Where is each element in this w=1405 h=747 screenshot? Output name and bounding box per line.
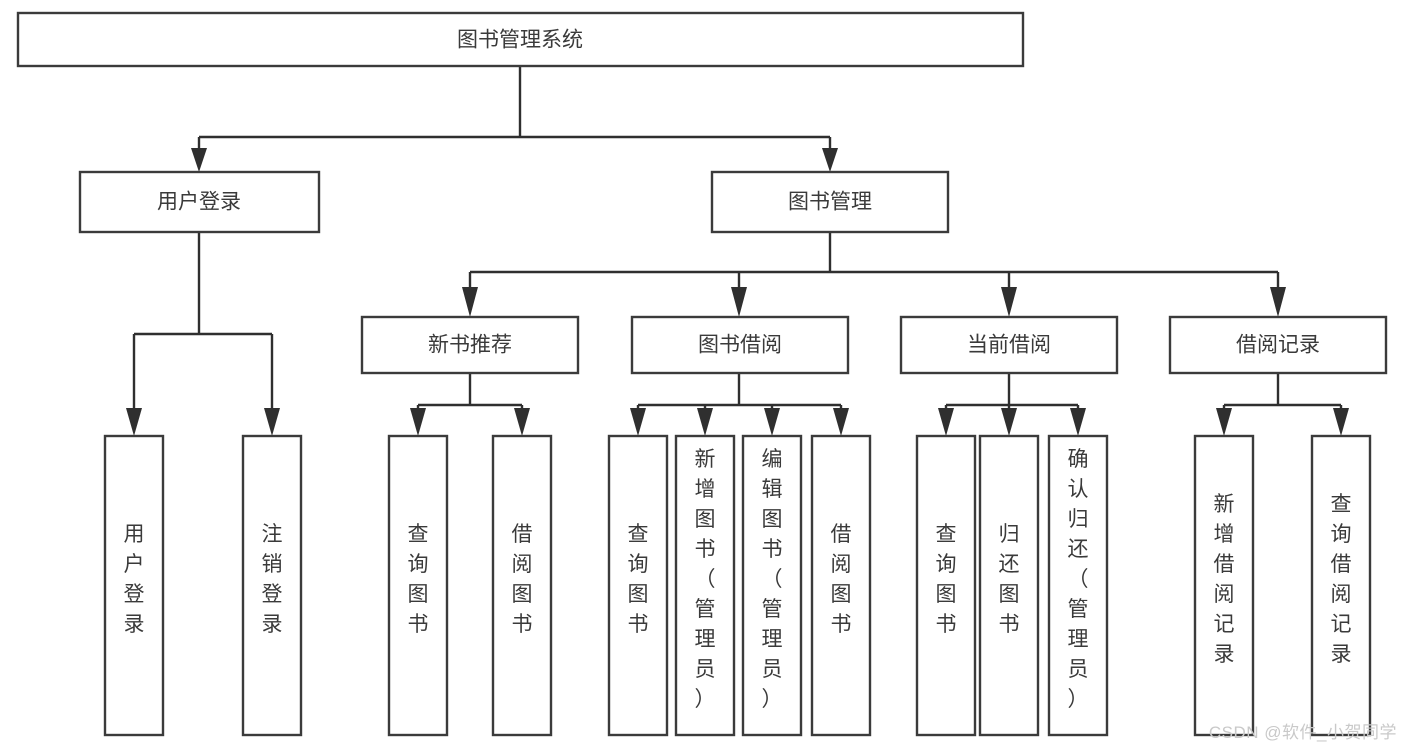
node-borrow-record-label: 借阅记录	[1236, 334, 1320, 357]
leaf-new-book-query[interactable]: 查询图书	[387, 434, 449, 737]
arrow-head-leaf-book-borrow-2	[697, 408, 713, 436]
leaf-book-borrow-query[interactable]: 查询图书	[607, 434, 669, 737]
node-book-manage[interactable]: 图书管理	[710, 170, 950, 234]
leaf-book-borrow-edit[interactable]: 编辑图书（管理员）	[741, 434, 803, 737]
arrow-head-leaf-new-book-1	[410, 408, 426, 436]
leaf-new-book-query-label: 查询图书	[408, 523, 429, 636]
leaf-book-borrow-add[interactable]: 新增图书（管理员）	[674, 434, 736, 737]
leaf-current-borrow-query[interactable]: 查询图书	[915, 434, 977, 737]
leaf-user-login-logout-label: 注销登录	[262, 523, 283, 636]
leaf-user-login-login-box[interactable]	[103, 434, 165, 737]
node-user-login-box[interactable]	[78, 170, 321, 234]
node-current-borrow-label: 当前借阅	[967, 334, 1051, 357]
leaf-new-book-borrow-box[interactable]	[491, 434, 553, 737]
arrow-head-leaf-user-login-1	[126, 408, 142, 436]
arrow-head-leaf-borrow-record-1	[1216, 408, 1232, 436]
node-new-book-recommend[interactable]: 新书推荐	[360, 315, 580, 375]
leaf-current-borrow-confirm-label: 确认归还（管理员）	[1068, 448, 1089, 711]
node-book-borrow-label: 图书借阅	[698, 334, 782, 357]
arrow-head-leaf-book-borrow-3	[764, 408, 780, 436]
leaf-book-borrow-query-box[interactable]	[607, 434, 669, 737]
arrow-head-leaf-book-borrow-1	[630, 408, 646, 436]
leaf-book-borrow-edit-box[interactable]	[741, 434, 803, 737]
leaf-book-borrow-borrow-box[interactable]	[810, 434, 872, 737]
node-book-borrow-box[interactable]	[630, 315, 850, 375]
arrow-head-leaf-current-borrow-1	[938, 408, 954, 436]
node-new-book-recommend-label: 新书推荐	[428, 334, 512, 357]
leaf-borrow-record-add[interactable]: 新增借阅记录	[1193, 434, 1255, 737]
arrow-head-leaf-user-login-2	[264, 408, 280, 436]
arrow-head-current-borrow	[1001, 287, 1017, 317]
arrow-head-leaf-new-book-2	[514, 408, 530, 436]
leaf-user-login-login-label: 用户登录	[124, 523, 145, 636]
node-book-borrow[interactable]: 图书借阅	[630, 315, 850, 375]
leaf-current-borrow-return-box[interactable]	[978, 434, 1040, 737]
arrow-head-leaf-book-borrow-4	[833, 408, 849, 436]
arrow-head-book-manage	[822, 148, 838, 172]
leaf-new-book-borrow[interactable]: 借阅图书	[491, 434, 553, 737]
node-borrow-record[interactable]: 借阅记录	[1168, 315, 1388, 375]
leaf-book-borrow-edit-label: 编辑图书（管理员）	[762, 448, 783, 711]
leaf-current-borrow-confirm[interactable]: 确认归还（管理员）	[1047, 434, 1109, 737]
leaf-book-borrow-query-label: 查询图书	[628, 523, 649, 636]
leaf-current-borrow-confirm-box[interactable]	[1047, 434, 1109, 737]
leaf-book-borrow-add-box[interactable]	[674, 434, 736, 737]
node-book-manage-label: 图书管理	[788, 191, 872, 214]
arrow-head-book-borrow	[731, 287, 747, 317]
arrow-head-leaf-current-borrow-3	[1070, 408, 1086, 436]
arrow-head-borrow-record	[1270, 287, 1286, 317]
leaf-current-borrow-query-label: 查询图书	[936, 523, 957, 636]
leaf-book-borrow-borrow-label: 借阅图书	[831, 523, 852, 636]
node-user-login-label: 用户登录	[157, 191, 241, 214]
node-book-manage-box[interactable]	[710, 170, 950, 234]
arrow-head-leaf-borrow-record-2	[1333, 408, 1349, 436]
leaf-new-book-borrow-label: 借阅图书	[512, 523, 533, 636]
arrow-head-leaf-current-borrow-2	[1001, 408, 1017, 436]
node-borrow-record-box[interactable]	[1168, 315, 1388, 375]
node-root[interactable]: 图书管理系统	[16, 11, 1025, 68]
node-current-borrow-box[interactable]	[899, 315, 1119, 375]
leaf-current-borrow-return[interactable]: 归还图书	[978, 434, 1040, 737]
leaf-user-login-logout[interactable]: 注销登录	[241, 434, 303, 737]
node-root-box[interactable]	[16, 11, 1025, 68]
csdn-watermark: CSDN @软件_小贺同学	[1208, 723, 1397, 742]
edges-layer	[126, 66, 1349, 436]
node-user-login[interactable]: 用户登录	[78, 170, 321, 234]
node-root-label: 图书管理系统	[457, 29, 583, 52]
arrow-head-user-login	[191, 148, 207, 172]
leaf-borrow-record-add-box[interactable]	[1193, 434, 1255, 737]
leaf-current-borrow-return-label: 归还图书	[999, 523, 1020, 636]
leaf-borrow-record-query[interactable]: 查询借阅记录	[1310, 434, 1372, 737]
leaf-new-book-query-box[interactable]	[387, 434, 449, 737]
leaf-borrow-record-add-label: 新增借阅记录	[1214, 493, 1235, 666]
node-new-book-recommend-box[interactable]	[360, 315, 580, 375]
leaf-book-borrow-add-label: 新增图书（管理员）	[695, 448, 716, 711]
leaf-book-borrow-borrow[interactable]: 借阅图书	[810, 434, 872, 737]
node-current-borrow[interactable]: 当前借阅	[899, 315, 1119, 375]
leaf-borrow-record-query-box[interactable]	[1310, 434, 1372, 737]
arrow-head-new-book	[462, 287, 478, 317]
leaf-borrow-record-query-label: 查询借阅记录	[1331, 493, 1352, 666]
leaf-user-login-logout-box[interactable]	[241, 434, 303, 737]
leaf-user-login-login[interactable]: 用户登录	[103, 434, 165, 737]
leaf-current-borrow-query-box[interactable]	[915, 434, 977, 737]
